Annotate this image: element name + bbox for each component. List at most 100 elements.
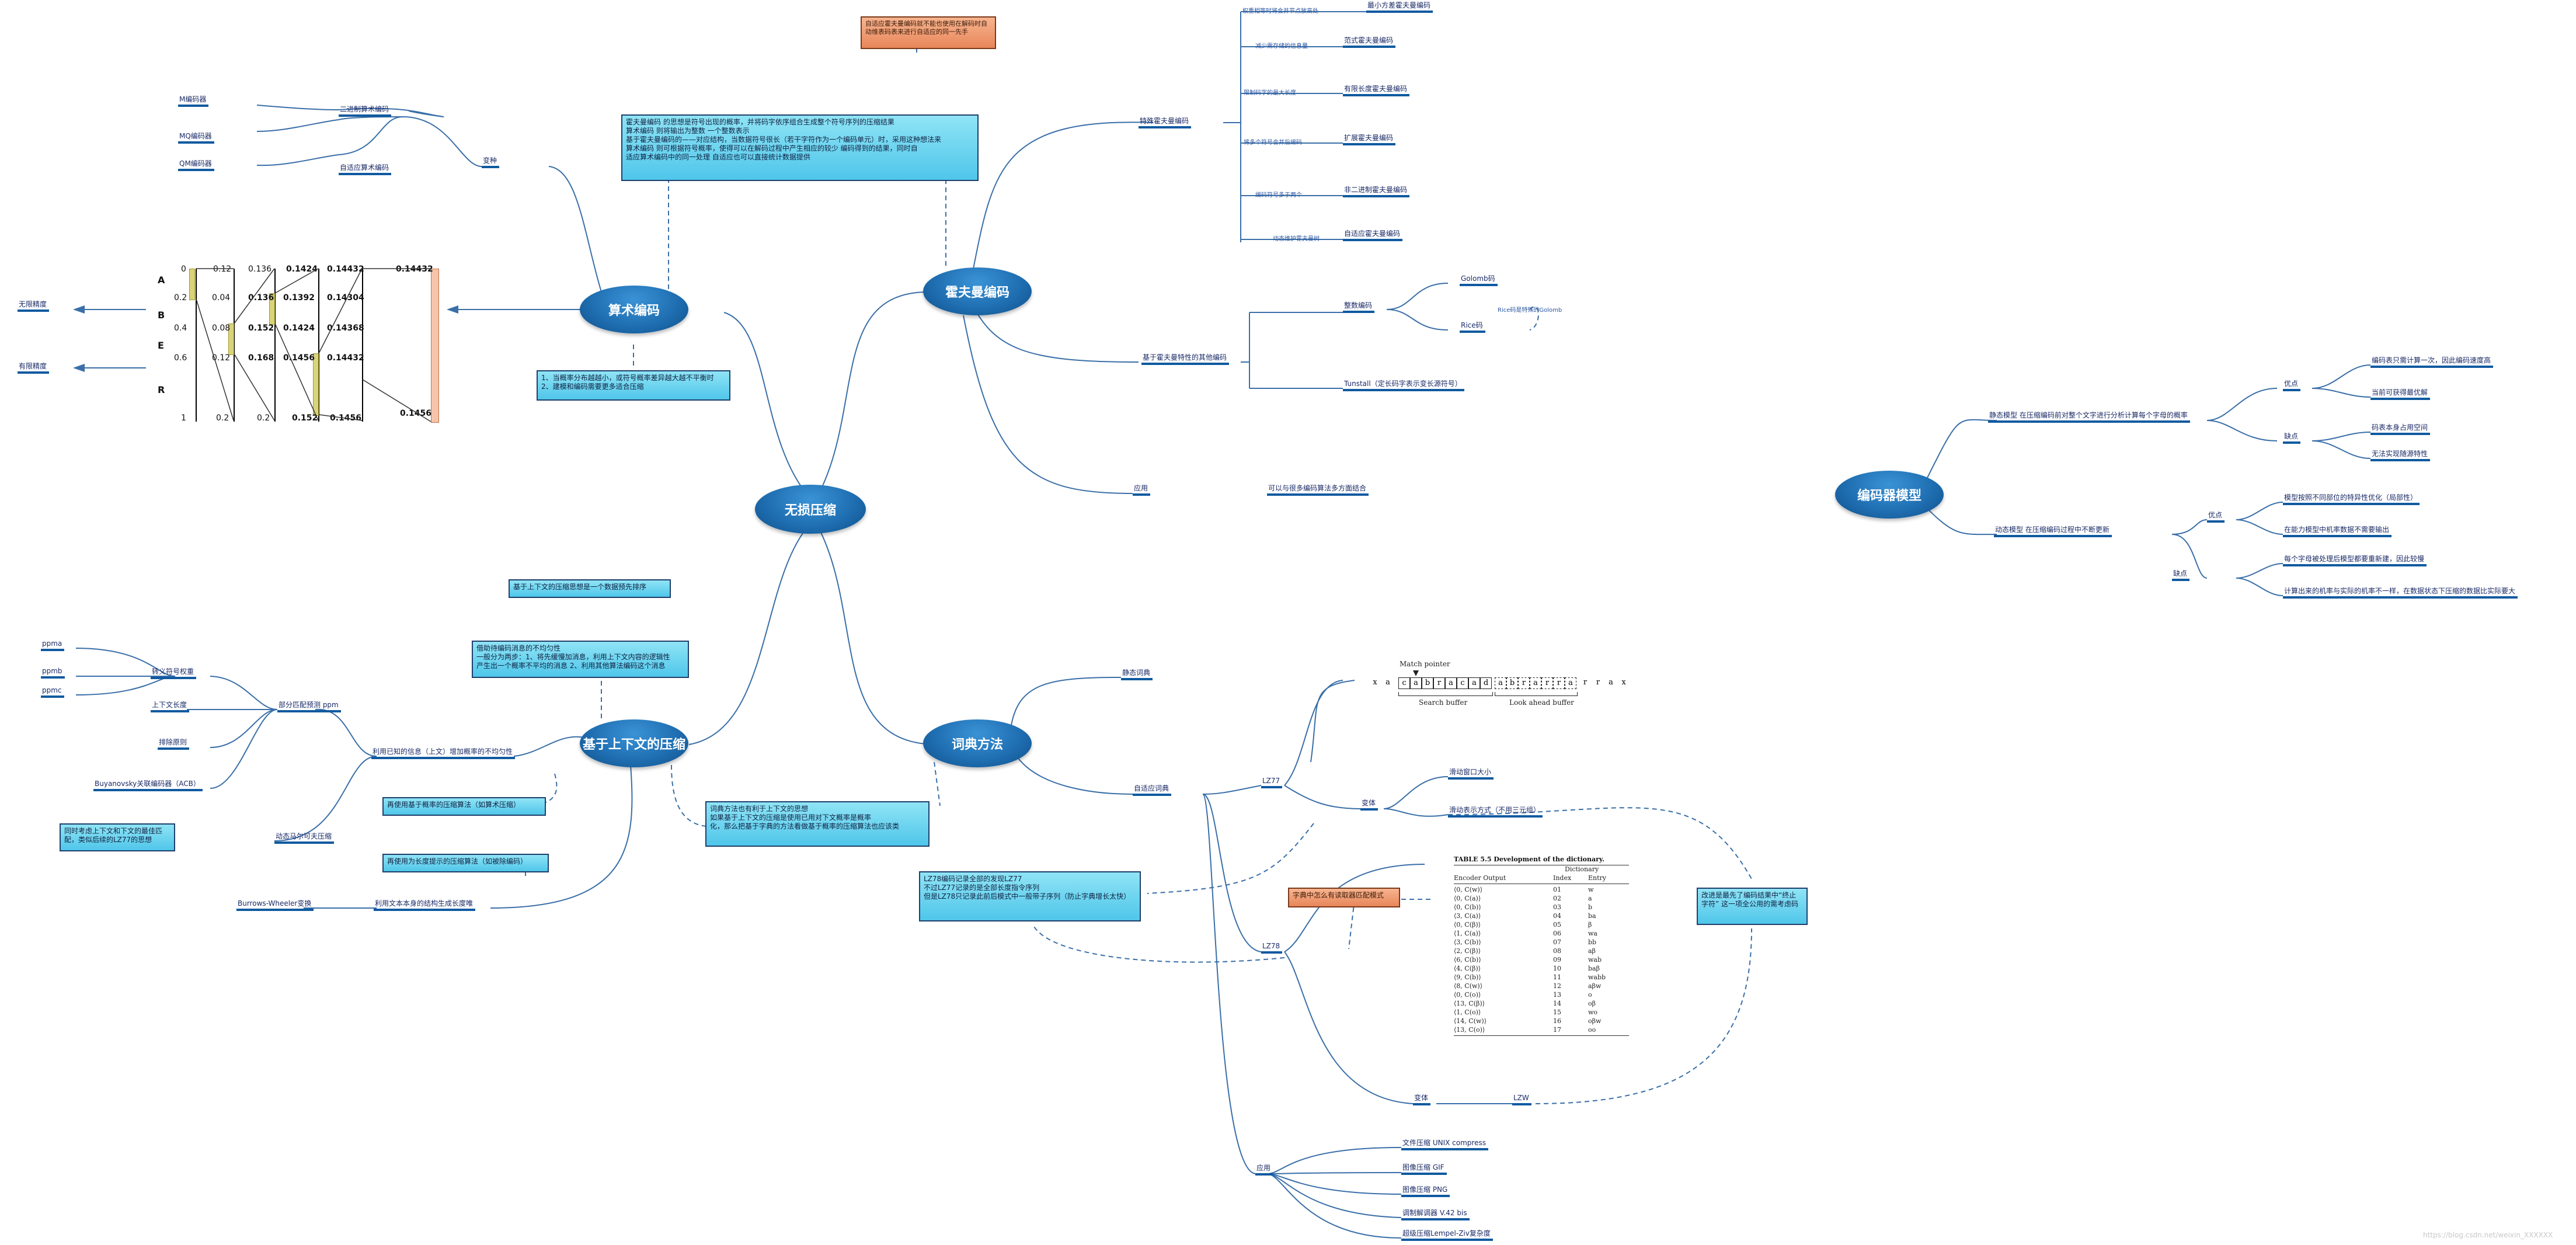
hub-dictionary-method[interactable]: 词典方法 [923,719,1032,767]
node-dyn-adv-1[interactable]: 在能力模型中机率数据不需要输出 [2283,526,2392,537]
char-cell: c [1398,677,1410,689]
node-integer-code[interactable]: 整数编码 [1343,301,1375,313]
node-adaptive-dict[interactable]: 自适应词典 [1133,784,1172,796]
node-dict-app-3[interactable]: 调制解调器 V.42 bis [1401,1209,1470,1220]
node-dict-app-2[interactable]: 图像压缩 PNG [1401,1185,1450,1197]
axis-3 [274,269,276,422]
note-ctx-idea[interactable]: 基于上下文的压缩思想是一个数据预先排序 [509,579,671,598]
note-arith-drawbacks[interactable]: 1、当概率分布越越小，或符号概率差异越大越不平衡时 2、建模和编码需要更多适合压… [537,370,730,401]
node-huff-app-note[interactable]: 可以与很多编码算法多方面结合 [1267,484,1369,496]
char-cell: r [1541,677,1553,689]
node-variants[interactable]: 变种 [482,157,500,168]
hub-encoder-model[interactable]: 编码器模型 [1835,471,1944,519]
note-acb[interactable]: 同时考虑上下文和下文的最佳匹 配，类似后续的LZ77的思想 [60,823,175,851]
node-huff-other[interactable]: 基于霍夫曼特性的其他编码 [1141,353,1230,365]
tick: 0.2 [174,293,187,302]
node-dynamic-model[interactable]: 动态模型 在压缩编码过程中不断更新 [1994,526,2112,537]
node-finite-precision[interactable]: 有限精度 [18,362,50,374]
node-huff-sub-0[interactable]: 最小方差霍夫曼编码 [1366,1,1433,13]
node-lz77-encode[interactable]: 滑动表示方式（不用三元组） [1448,806,1543,818]
table-cell: ⟨1, C(o)⟩ [1454,1008,1481,1016]
node-ppmc[interactable]: ppmc [41,686,64,698]
table-cell: ⟨8, C(w)⟩ [1454,982,1482,990]
node-qm-coder[interactable]: QM编码器 [178,159,214,171]
node-ppma[interactable]: ppma [41,639,65,651]
note-arith-idea[interactable]: 霍夫曼编码 的思想是符号出现的概率，并将码字依序组合生成整个符号序列的压缩结果 … [621,114,979,181]
search-buffer-bracket [1398,692,1493,696]
node-dyn-dis-0[interactable]: 每个字母被处理后模型都要重新建，因此较慢 [2283,555,2427,566]
note-lzw[interactable]: 改进是最先了编码结果中“终止 字符” 这一项全公用的需考虑码 [1697,888,1808,925]
node-static-dis-1[interactable]: 无法实现随源特性 [2370,450,2431,461]
node-lz77[interactable]: LZ77 [1261,777,1283,788]
central-topic[interactable]: 无损压缩 [755,485,866,534]
note-dict-ctx[interactable]: 词典方法也有利于上下文的思想 如果基于上下文的压缩是使用已用对下文概率是概率 化… [705,801,930,847]
hub-arithmetic-coding[interactable]: 算术编码 [580,286,688,333]
node-static-dis[interactable]: 缺点 [2283,432,2301,444]
node-mq-coder[interactable]: MQ编码器 [178,132,214,144]
node-unlimited-precision[interactable]: 无限精度 [18,300,50,312]
node-ppmb[interactable]: ppmb [41,667,65,679]
node-huff-app[interactable]: 应用 [1133,484,1151,496]
tick: 0.1392 [283,293,315,302]
node-bwt[interactable]: Burrows-Wheeler变换 [236,899,314,911]
axis-4 [318,269,319,422]
node-huff-sub-5[interactable]: 自适应霍夫曼编码 [1343,229,1403,241]
node-special-huffman[interactable]: 特殊霍夫曼编码 [1139,117,1192,128]
tick: 0.168 [248,353,274,363]
node-dyn-dis[interactable]: 缺点 [2172,569,2190,581]
table-cell: 13 [1553,991,1561,999]
note-adaptive-huffman[interactable]: 自适应霍夫曼编码就不能也使用在解码时自动维表码表来进行自适应的同一先手 [861,16,996,49]
table-cell: ⟨6, C(b)⟩ [1454,956,1481,964]
node-adaptive-arith[interactable]: 自适应算术编码 [339,164,392,175]
node-lz77-variant[interactable]: 变体 [1360,799,1378,811]
note-dict-read[interactable]: 字典中怎么有读取器匹配模式 [1288,888,1400,907]
node-bwt-branch[interactable]: 利用文本本身的结构生成长度唯 [374,899,476,911]
note-ctx-prob-algo[interactable]: 再使用基于概率的压缩算法（如算术压缩） [382,797,546,816]
node-huff-sub-1[interactable]: 范式霍夫曼编码 [1343,36,1396,48]
node-dict-app-4[interactable]: 超级压缩Lempel-Ziv复杂度 [1401,1229,1493,1241]
note-lz78[interactable]: LZ78编码记录全部的发现LZ77 不过LZ77记录的是全部长度指令序列 但是L… [919,871,1141,921]
node-dict-app-0[interactable]: 文件压缩 UNIX compress [1401,1139,1488,1150]
node-dmc[interactable]: 动态马尔可夫压缩 [274,832,335,844]
edge-note: 将多个符号合并后编码 [1244,140,1302,146]
table-cell: ⟨0, C(β)⟩ [1454,921,1481,928]
node-dyn-adv-0[interactable]: 模型按照不同部位的特异性优化（局部性） [2283,493,2420,505]
node-m-coder[interactable]: M编码器 [178,95,209,107]
tick: 0.1424 [286,265,318,274]
node-ppm[interactable]: 部分匹配预测 ppm [277,701,341,712]
node-golomb[interactable]: Golomb码 [1460,274,1498,286]
node-rice[interactable]: Rice码 [1460,321,1485,333]
node-static-adv[interactable]: 优点 [2283,380,2301,391]
note-ctx-long-algo[interactable]: 再使用为长度提示的压缩算法（如被除编码） [382,854,549,872]
note-ctx-steps[interactable]: 借助待编码消息的不均匀性 一般分为两步：1、将先缓慢加消息，利用上下文内容的逻辑… [472,641,689,678]
node-dyn-dis-1[interactable]: 计算出来的机率与实际的机率不一样，在数据状态下压缩的数据比实际要大 [2283,587,2518,599]
node-lzw[interactable]: LZW [1512,1094,1531,1105]
node-static-model[interactable]: 静态模型 在压缩编码前对整个文字进行分析计算每个字母的概率 [1988,411,2190,423]
node-lz78-variant[interactable]: 变体 [1413,1094,1431,1105]
node-dict-app[interactable]: 应用 [1255,1164,1273,1176]
hub-context-compression[interactable]: 基于上下文的压缩 [580,719,688,767]
node-ctx-prob[interactable]: 利用已知的信息（上文）增加概率的不均匀性 [371,747,516,759]
node-lz77-window[interactable]: 滑动窗口大小 [1448,768,1494,780]
symbol-b: B [158,309,165,321]
node-lz78[interactable]: LZ78 [1261,942,1283,954]
table-cell: ⟨13, C(o)⟩ [1454,1026,1485,1034]
node-huff-sub-2[interactable]: 有限长度霍夫曼编码 [1343,85,1410,96]
node-binary-arith[interactable]: 二进制算术编码 [339,105,392,117]
node-ctx-len[interactable]: 上下文长度 [151,701,190,712]
node-exclusion[interactable]: 排除原则 [158,738,190,750]
node-static-dis-0[interactable]: 码表本身占用空间 [2370,423,2431,435]
node-dyn-adv[interactable]: 优点 [2207,511,2225,523]
node-static-dict[interactable]: 静态词典 [1121,669,1153,680]
node-static-adv-1[interactable]: 当前可获得最优解 [2370,388,2431,400]
node-huff-sub-3[interactable]: 扩展霍夫曼编码 [1343,134,1396,145]
node-huff-sub-4[interactable]: 非二进制霍夫曼编码 [1343,186,1410,197]
hub-huffman-coding[interactable]: 霍夫曼编码 [923,267,1032,315]
node-tunstall[interactable]: Tunstall（定长码字表示变长源符号） [1343,380,1464,391]
node-dict-app-1[interactable]: 图像压缩 GIF [1401,1163,1447,1175]
node-escape[interactable]: 转义符号权重 [151,667,197,679]
node-static-adv-0[interactable]: 编码表只需计算一次，因此编码速度高 [2370,356,2494,368]
node-acb[interactable]: Buyanovsky关联编码器（ACB） [93,780,203,791]
